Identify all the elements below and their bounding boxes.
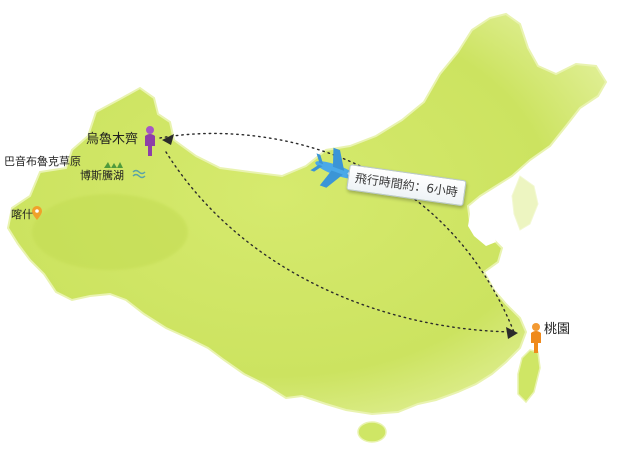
korea-outline <box>511 175 539 231</box>
city-label-kashgar: 喀什 <box>11 208 33 221</box>
flight-route-line-return <box>165 151 515 333</box>
tarim-basin-shade <box>32 194 188 270</box>
location-pin-orange-icon <box>32 206 42 220</box>
person-pin-purple-icon <box>145 126 155 156</box>
flight-route-line <box>159 132 515 333</box>
bohai-gulf <box>468 204 502 246</box>
grassland-icon <box>104 162 123 168</box>
hainan-island <box>357 421 387 443</box>
city-label-taoyuan: 桃園 <box>544 322 571 337</box>
attraction-label-bosten-lake: 博斯騰湖 <box>80 169 124 182</box>
lake-wave-icon <box>132 169 146 179</box>
person-pin-orange-icon <box>531 323 541 353</box>
route-arrowhead-start <box>162 134 174 145</box>
city-label-urumqi: 烏魯木齊 <box>86 132 139 147</box>
china-mainland-shape <box>6 12 608 416</box>
attraction-label-bayanbulak: 巴音布魯克草原 <box>4 155 81 168</box>
taiwan-island <box>517 349 541 404</box>
route-arrowhead-end <box>506 327 518 339</box>
